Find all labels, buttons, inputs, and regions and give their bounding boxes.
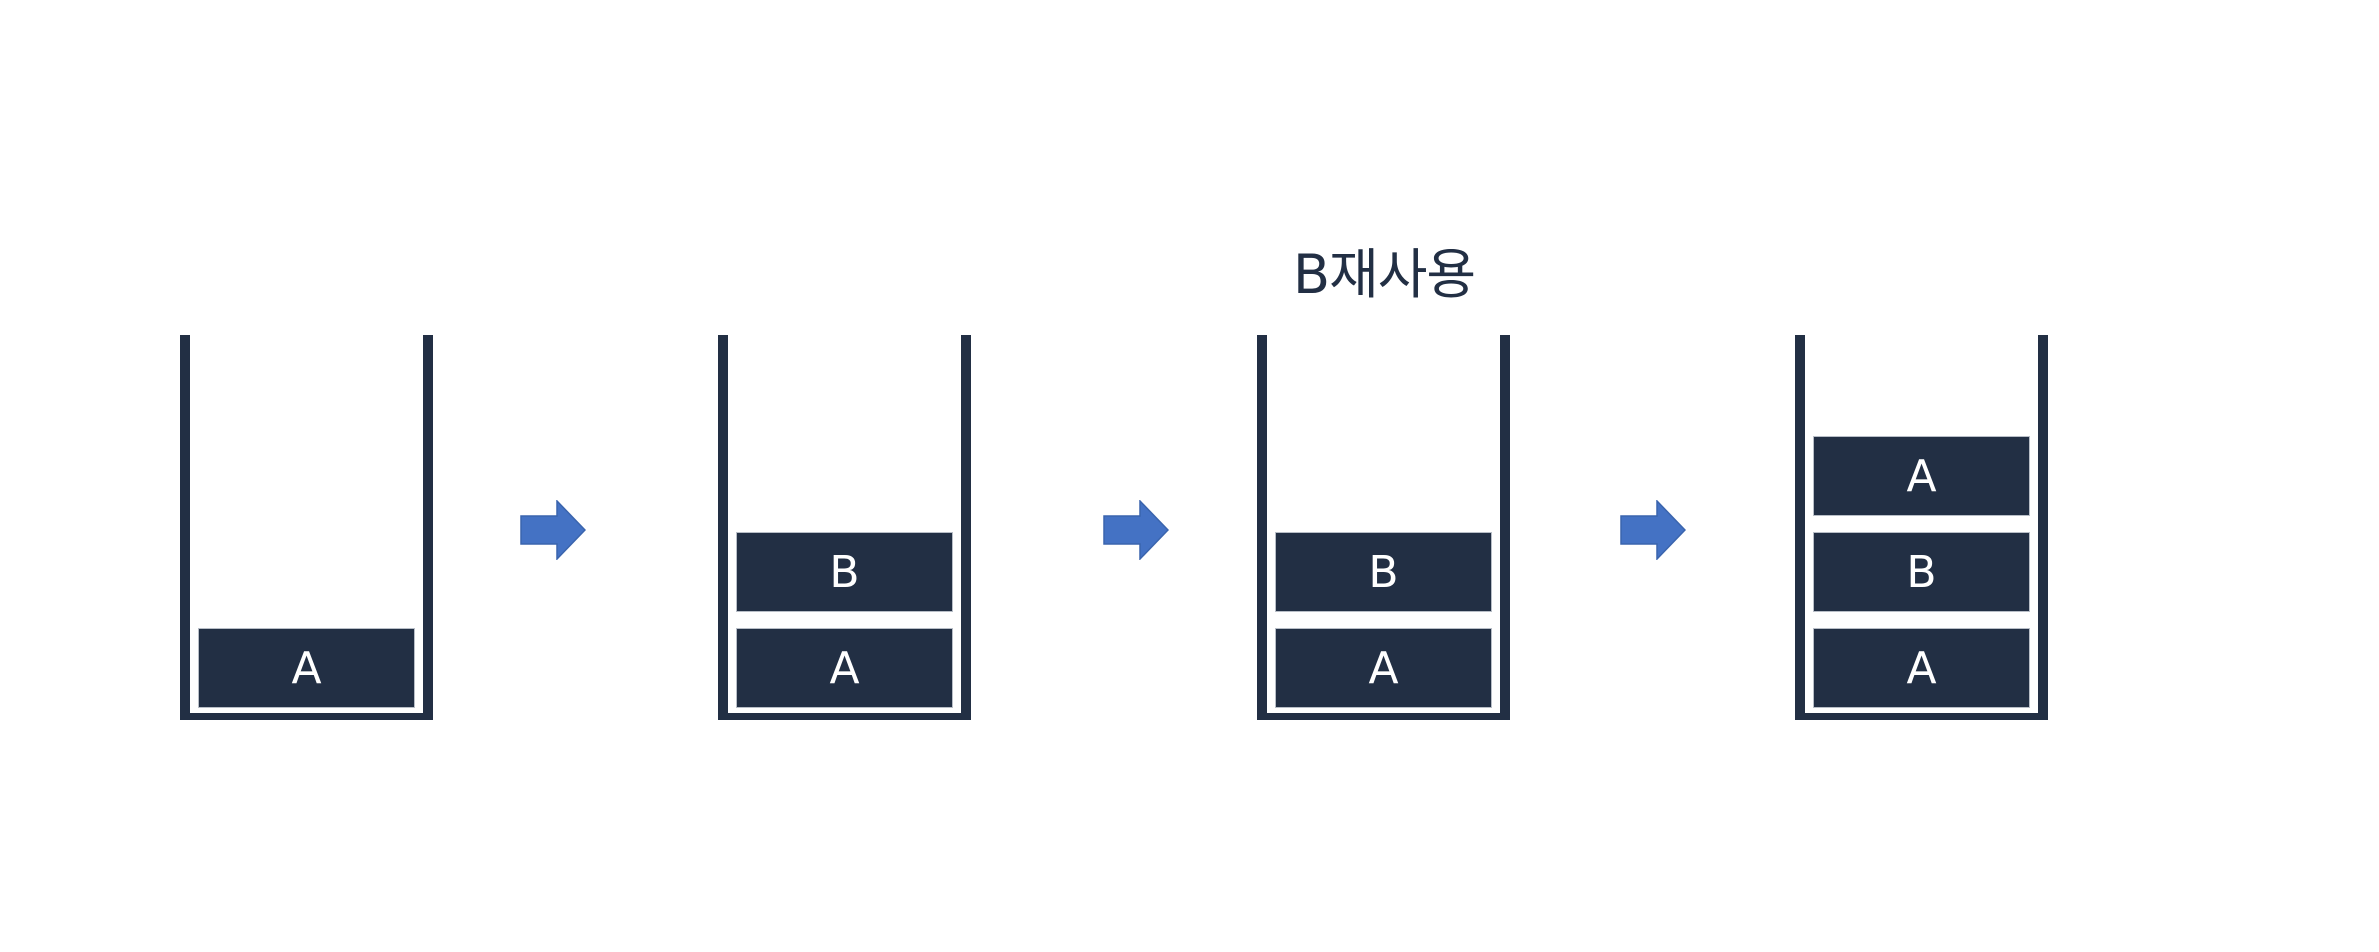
stack-4-block-3: A: [1813, 436, 2030, 516]
stack-3-block-1: A: [1275, 628, 1492, 708]
right-arrow-icon: [520, 500, 586, 560]
stack-4-block-2: B: [1813, 532, 2030, 612]
right-arrow-icon: [1620, 500, 1686, 560]
stack-3-block-2: B: [1275, 532, 1492, 612]
reuse-caption: B재사용: [1293, 243, 1476, 306]
right-arrow-icon: [1103, 500, 1169, 560]
stack-1: A: [180, 335, 433, 720]
stack-3: A B: [1257, 335, 1510, 720]
stack-4-block-1: A: [1813, 628, 2030, 708]
stack-2-block-1: A: [736, 628, 953, 708]
stack-2-block-2: B: [736, 532, 953, 612]
stack-1-block-1: A: [198, 628, 415, 708]
stack-4: A B A: [1795, 335, 2048, 720]
stack-2: A B: [718, 335, 971, 720]
